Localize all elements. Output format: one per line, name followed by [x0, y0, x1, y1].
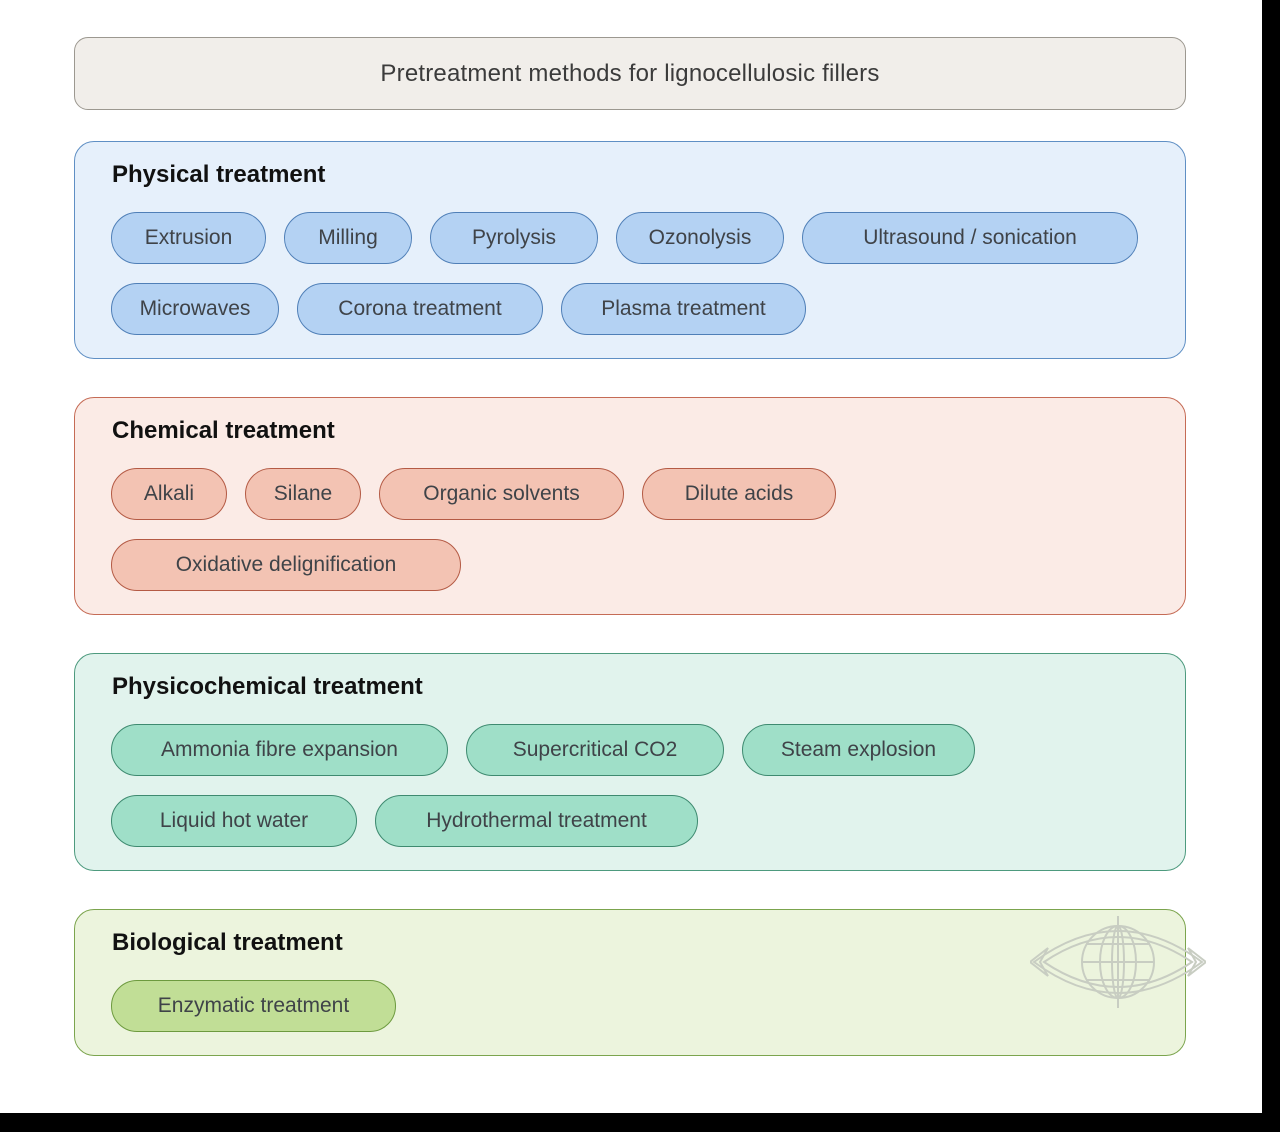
method-ammonia-fibre-expansion: Ammonia fibre expansion — [111, 724, 448, 776]
method-pyrolysis: Pyrolysis — [430, 212, 598, 264]
method-enzymatic-treatment: Enzymatic treatment — [111, 980, 396, 1032]
method-ozonolysis: Ozonolysis — [616, 212, 784, 264]
diagram-title: Pretreatment methods for lignocellulosic… — [380, 59, 880, 87]
method-hydrothermal-treatment: Hydrothermal treatment — [375, 795, 698, 847]
method-plasma-treatment: Plasma treatment — [561, 283, 806, 335]
method-dilute-acids: Dilute acids — [642, 468, 836, 520]
method-silane: Silane — [245, 468, 361, 520]
method-organic-solvents: Organic solvents — [379, 468, 624, 520]
group-chemical-treatment: Chemical treatment Alkali Silane Organic… — [74, 397, 1186, 615]
method-extrusion: Extrusion — [111, 212, 266, 264]
method-steam-explosion: Steam explosion — [742, 724, 975, 776]
method-corona-treatment: Corona treatment — [297, 283, 543, 335]
group-title-physicochemical: Physicochemical treatment — [112, 673, 423, 700]
method-supercritical-co2: Supercritical CO2 — [466, 724, 724, 776]
group-physical-treatment: Physical treatment Extrusion Milling Pyr… — [74, 141, 1186, 359]
method-microwaves: Microwaves — [111, 283, 279, 335]
group-physicochemical-treatment: Physicochemical treatment Ammonia fibre … — [74, 653, 1186, 871]
method-ultrasound-sonication: Ultrasound / sonication — [802, 212, 1138, 264]
globe-eye-logo-icon — [1030, 916, 1206, 1008]
method-alkali: Alkali — [111, 468, 227, 520]
method-oxidative-delignification: Oxidative delignification — [111, 539, 461, 591]
diagram-canvas: Pretreatment methods for lignocellulosic… — [0, 0, 1262, 1113]
group-title-chemical: Chemical treatment — [112, 417, 335, 444]
group-title-physical: Physical treatment — [112, 161, 326, 188]
method-milling: Milling — [284, 212, 412, 264]
group-biological-treatment: Biological treatment Enzymatic treatment — [74, 909, 1186, 1056]
method-liquid-hot-water: Liquid hot water — [111, 795, 357, 847]
group-title-biological: Biological treatment — [112, 929, 343, 956]
diagram-title-box: Pretreatment methods for lignocellulosic… — [74, 37, 1186, 110]
